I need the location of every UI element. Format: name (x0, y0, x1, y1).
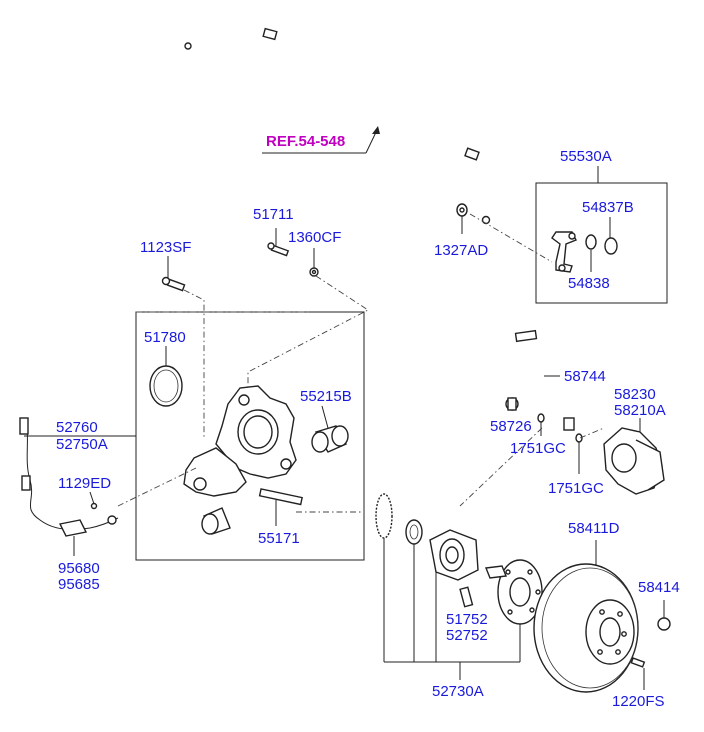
wheel-speed-sensor (19, 417, 136, 556)
bolt-51711 (267, 228, 290, 257)
nut-1360cf (309, 248, 319, 277)
cap-54837b (604, 237, 618, 255)
hub-bolt-51752 (459, 586, 474, 608)
brake-disc (533, 540, 639, 693)
label-58744[interactable]: 58744 (564, 368, 606, 385)
label-1129ed[interactable]: 1129ED (58, 475, 112, 492)
link-assembly-box (535, 182, 668, 304)
label-1751gc-a[interactable]: 1751GC (510, 440, 566, 457)
bushing-lower (201, 507, 231, 535)
label-1327ad[interactable]: 1327AD (434, 242, 489, 259)
ring-54838 (585, 234, 597, 250)
bracket-52730a (383, 538, 521, 680)
label-1220fs[interactable]: 1220FS (612, 693, 665, 710)
label-1360cf[interactable]: 1360CF (288, 229, 342, 246)
label-58414[interactable]: 58414 (638, 579, 680, 596)
label-ref-54-548[interactable]: REF.54-548 (266, 133, 346, 150)
dust-seal-51780 (149, 346, 183, 407)
label-52752[interactable]: 52752 (446, 627, 488, 644)
label-58210a[interactable]: 58210A (614, 402, 666, 419)
ref-pointer (262, 126, 380, 154)
label-95685[interactable]: 95685 (58, 576, 100, 593)
label-1123sf[interactable]: 1123SF (140, 239, 192, 256)
seal-ring (405, 519, 423, 545)
tone-wheel (375, 493, 393, 539)
brake-hose-58744 (498, 329, 575, 431)
washer-1751gc-a (537, 413, 545, 423)
label-54838[interactable]: 54838 (568, 275, 610, 292)
stabilizer-link (551, 231, 577, 273)
label-54837b[interactable]: 54837B (582, 199, 634, 216)
stabilizer-bar (184, 25, 520, 225)
label-58411d[interactable]: 58411D (568, 520, 620, 537)
label-58230[interactable]: 58230 (614, 386, 656, 403)
label-51752[interactable]: 51752 (446, 611, 488, 628)
brake-caliper (603, 418, 665, 495)
label-55171[interactable]: 55171 (258, 530, 300, 547)
knuckle (183, 385, 297, 497)
screw-1220fs (630, 657, 646, 690)
label-1751gc-b[interactable]: 1751GC (548, 480, 604, 497)
label-58726[interactable]: 58726 (490, 418, 532, 435)
label-51711[interactable]: 51711 (253, 206, 294, 223)
hub-bearing (429, 529, 479, 581)
nut-1327ad (456, 203, 468, 234)
bolt-55171 (258, 488, 303, 526)
label-95680[interactable]: 95680 (58, 560, 100, 577)
bushing-55215b (311, 405, 349, 453)
label-55530a[interactable]: 55530A (560, 148, 612, 165)
hub-flange (485, 559, 543, 625)
label-52750a[interactable]: 52750A (56, 436, 108, 453)
bolt-58726 (505, 397, 519, 411)
label-52760[interactable]: 52760 (56, 419, 98, 436)
bolt-58414 (657, 600, 671, 631)
label-55215b[interactable]: 55215B (300, 388, 352, 405)
label-51780[interactable]: 51780 (144, 329, 186, 346)
bolt-1123sf (161, 256, 186, 292)
label-52730a[interactable]: 52730A (432, 683, 484, 700)
